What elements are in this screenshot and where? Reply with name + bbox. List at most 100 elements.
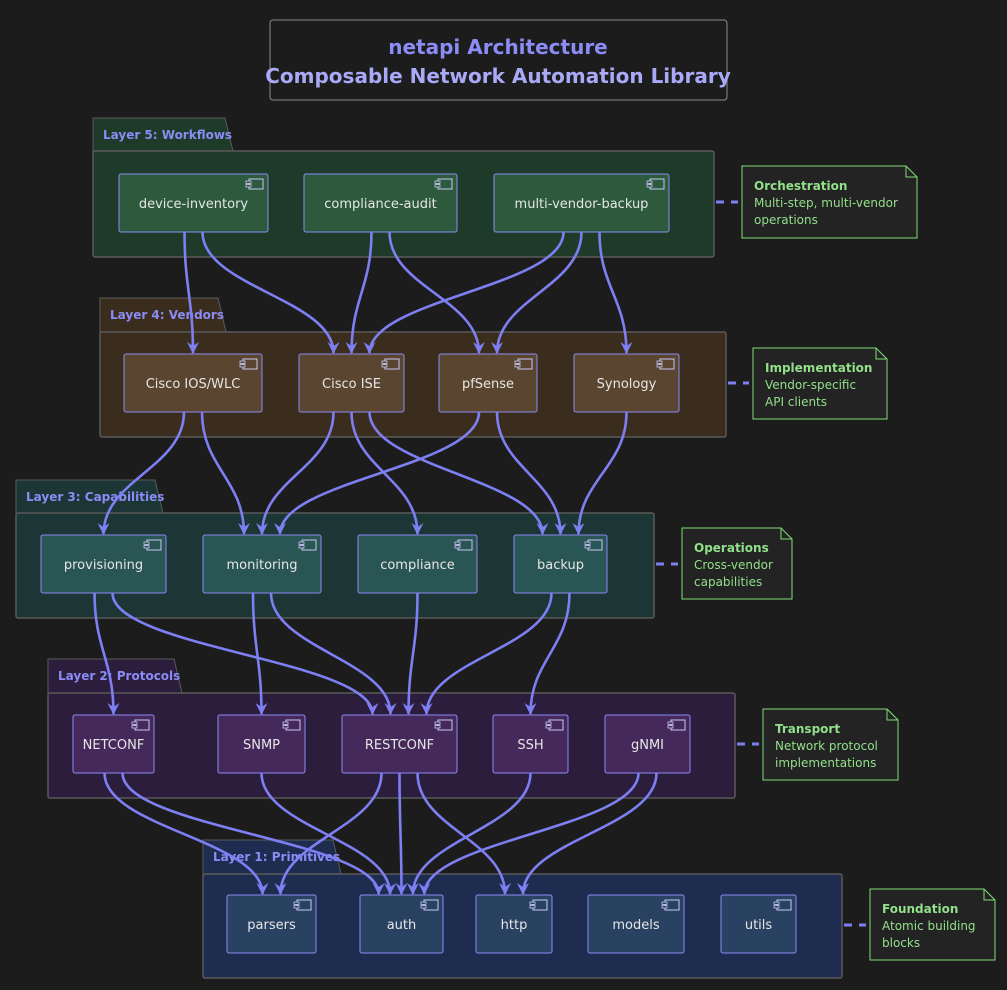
- component-label: parsers: [247, 918, 296, 933]
- layer-label: Layer 3: Capabilities: [26, 490, 164, 504]
- note-text: operations: [754, 213, 818, 227]
- edge-device-inventory-to-cisco-ios: [183, 231, 199, 354]
- edge-synology-to-backup: [572, 411, 628, 535]
- edge-cisco-ios-to-provisioning: [97, 411, 186, 535]
- title-box: netapi Architecture Composable Network A…: [265, 19, 731, 101]
- component-icon: [646, 178, 665, 190]
- component-snmp[interactable]: SNMP: [217, 714, 306, 774]
- note-text: implementations: [775, 756, 876, 770]
- component-icon: [245, 178, 264, 190]
- component-box[interactable]: [72, 714, 155, 774]
- component-compliance-audit[interactable]: compliance-audit: [303, 173, 458, 233]
- component-label: auth: [387, 918, 417, 933]
- component-cisco-ise[interactable]: Cisco ISE: [298, 353, 405, 413]
- component-ssh[interactable]: SSH: [492, 714, 569, 774]
- component-box[interactable]: [118, 173, 269, 233]
- component-icon: [239, 358, 258, 370]
- note-text: Cross-vendor: [694, 558, 773, 572]
- component-icon: [514, 358, 533, 370]
- edge-multi-vendor-backup-to-cisco-ise: [363, 231, 565, 354]
- component-restconf[interactable]: RESTCONF: [341, 714, 458, 774]
- edge-provisioning-to-restconf: [111, 592, 379, 715]
- component-icon: [454, 539, 473, 551]
- component-label: compliance: [380, 558, 455, 573]
- edge-provisioning-to-netconf: [93, 592, 120, 715]
- note-text: blocks: [882, 936, 920, 950]
- component-label: NETCONF: [83, 738, 145, 753]
- component-box[interactable]: [513, 534, 608, 594]
- component-provisioning[interactable]: provisioning: [40, 534, 167, 594]
- component-label: Cisco ISE: [322, 377, 381, 392]
- component-utils[interactable]: utils: [720, 894, 797, 954]
- component-label: device-inventory: [139, 197, 249, 212]
- component-pfsense[interactable]: pfSense: [438, 353, 538, 413]
- note-fold: [983, 889, 995, 901]
- note-title: Transport: [775, 722, 840, 736]
- component-box[interactable]: [226, 894, 317, 954]
- component-label: SSH: [517, 738, 543, 753]
- component-box[interactable]: [587, 894, 685, 954]
- component-box[interactable]: [359, 894, 444, 954]
- edge-compliance-audit-to-pfsense: [388, 231, 485, 354]
- component-box[interactable]: [303, 173, 458, 233]
- note-text: API clients: [765, 395, 827, 409]
- component-label: pfSense: [462, 377, 514, 392]
- component-parsers[interactable]: parsers: [226, 894, 317, 954]
- component-icon: [656, 358, 675, 370]
- edge-gnmi-to-auth: [418, 772, 640, 895]
- dependency-edges: [93, 231, 658, 895]
- edge-ssh-to-auth: [406, 772, 532, 895]
- note-title: Operations: [694, 541, 769, 555]
- component-synology[interactable]: Synology: [573, 353, 680, 413]
- note-fold: [886, 709, 898, 721]
- note-box: [869, 888, 996, 961]
- component-label: RESTCONF: [365, 738, 434, 753]
- component-box[interactable]: [438, 353, 538, 413]
- component-gnmi[interactable]: gNMI: [604, 714, 691, 774]
- component-box[interactable]: [40, 534, 167, 594]
- edge-compliance-audit-to-cisco-ise: [345, 231, 373, 354]
- component-icon: [667, 719, 686, 731]
- component-monitoring[interactable]: monitoring: [202, 534, 322, 594]
- component-models[interactable]: models: [587, 894, 685, 954]
- edge-monitoring-to-snmp: [251, 592, 268, 715]
- component-compliance[interactable]: compliance: [357, 534, 478, 594]
- component-icon: [131, 719, 150, 731]
- note-fold: [780, 528, 792, 540]
- component-http[interactable]: http: [475, 894, 553, 954]
- edge-pfsense-to-monitoring: [274, 411, 481, 535]
- note-title: Implementation: [765, 361, 872, 375]
- component-icon: [293, 899, 312, 911]
- edge-compliance-to-restconf: [402, 592, 419, 715]
- component-label: backup: [537, 558, 584, 573]
- component-icon: [545, 719, 564, 731]
- component-icon: [143, 539, 162, 551]
- layer-label: Layer 4: Vendors: [110, 308, 224, 322]
- component-icon: [661, 899, 680, 911]
- component-multi-vendor-backup[interactable]: multi-vendor-backup: [493, 173, 670, 233]
- edge-device-inventory-to-cisco-ise: [201, 231, 340, 354]
- component-netconf[interactable]: NETCONF: [72, 714, 155, 774]
- component-label: multi-vendor-backup: [515, 197, 649, 212]
- component-device-inventory[interactable]: device-inventory: [118, 173, 269, 233]
- component-label: utils: [745, 918, 773, 933]
- component-box[interactable]: [604, 714, 691, 774]
- component-backup[interactable]: backup: [513, 534, 608, 594]
- component-box[interactable]: [202, 534, 322, 594]
- edge-monitoring-to-restconf: [269, 592, 397, 715]
- note-box: [752, 347, 888, 420]
- component-box[interactable]: [123, 353, 263, 413]
- note-text: capabilities: [694, 575, 762, 589]
- diagram-title: netapi Architecture: [388, 35, 608, 59]
- component-icon: [773, 899, 792, 911]
- edge-cisco-ise-to-monitoring: [256, 411, 335, 535]
- component-cisco-ios[interactable]: Cisco IOS/WLC: [123, 353, 263, 413]
- component-auth[interactable]: auth: [359, 894, 444, 954]
- component-label: compliance-audit: [324, 197, 436, 212]
- edge-pfsense-to-backup: [495, 411, 567, 535]
